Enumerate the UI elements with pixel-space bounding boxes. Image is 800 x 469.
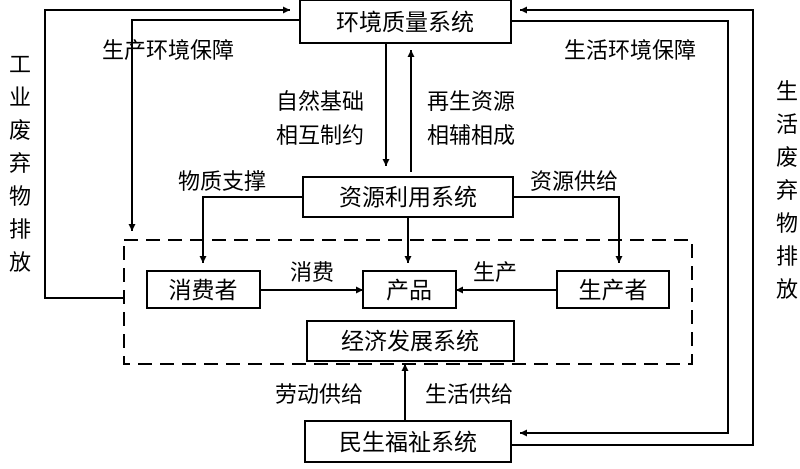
consumer-box [146,270,261,309]
label-consume: 消费 [290,261,334,286]
label-renewable-2: 相辅相成 [427,124,515,149]
edge-living-env [511,20,729,437]
edge-production-env [128,19,300,231]
label-production-env: 生产环境保障 [102,39,234,64]
resource-system-box [302,176,514,218]
consumer-label: 消费者 [169,278,238,304]
label-labor-supply: 劳动供给 [275,383,363,408]
edge-material-support [199,196,303,263]
product-box [362,270,457,309]
edge-resource-supply [513,196,623,263]
label-industrial-waste: 工业废弃物排放 [9,53,31,276]
economy-system-box [306,320,515,362]
env-system-box [299,0,512,44]
edge-living-waste [511,6,754,446]
welfare-system-label: 民生福祉系统 [339,430,477,456]
edge-industrial-waste [44,6,290,299]
env-system-label: 环境质量系统 [336,10,474,36]
label-natural-base-1: 自然基础 [276,90,364,115]
welfare-system-box [304,420,512,463]
label-renewable-1: 再生资源 [427,90,515,115]
label-produce: 生产 [473,261,517,286]
label-material-support: 物质支撑 [178,170,266,195]
producer-box [556,270,670,309]
label-natural-base-2: 相互制约 [276,124,364,149]
product-label: 产品 [386,278,432,304]
economy-system-label: 经济发展系统 [341,329,479,355]
label-resource-supply: 资源供给 [530,170,618,195]
producer-label: 生产者 [579,278,648,304]
label-living-supply: 生活供给 [425,383,513,408]
label-living-waste: 生活废弃物排放 [776,80,798,303]
resource-system-label: 资源利用系统 [339,185,477,211]
label-living-env: 生活环境保障 [564,39,696,64]
